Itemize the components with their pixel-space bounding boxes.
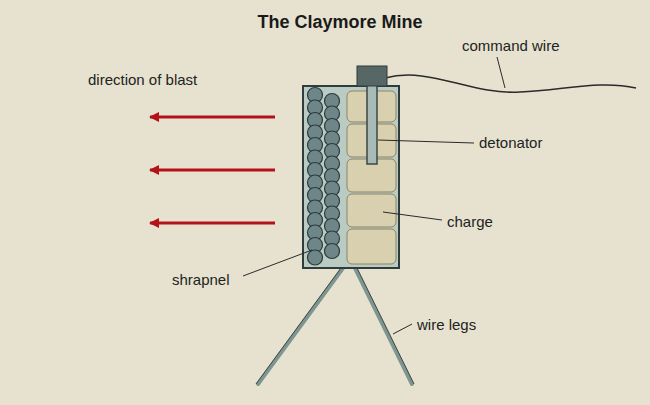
wire-legs-drawing [258, 268, 412, 384]
part-label-wrap: shrapnel [172, 271, 230, 289]
leg-edges [256, 268, 414, 384]
shrapnel-balls [308, 88, 340, 266]
command-wire-drawing [385, 75, 636, 92]
part-label-wrap: detonator [479, 134, 542, 152]
part-label-wrap: charge [447, 213, 493, 231]
part-label-wrap: command wire [462, 37, 560, 55]
mine-body [303, 86, 399, 268]
detonator-rod [367, 84, 377, 164]
part-label-wrap: direction of blast [88, 71, 197, 89]
part-label: detonator [479, 134, 542, 152]
part-label: charge [447, 213, 493, 231]
diagram-title-wrap: The Claymore Mine [257, 11, 422, 33]
part-label-wrap: wire legs [417, 316, 476, 334]
detonator-cap [357, 66, 387, 86]
blast-arrows [150, 117, 275, 223]
part-label: direction of blast [88, 71, 197, 89]
diagram-title: The Claymore Mine [257, 11, 422, 33]
part-label: wire legs [417, 316, 476, 334]
part-label: command wire [462, 37, 560, 55]
leader-lines [243, 57, 505, 334]
part-label: shrapnel [172, 271, 230, 289]
